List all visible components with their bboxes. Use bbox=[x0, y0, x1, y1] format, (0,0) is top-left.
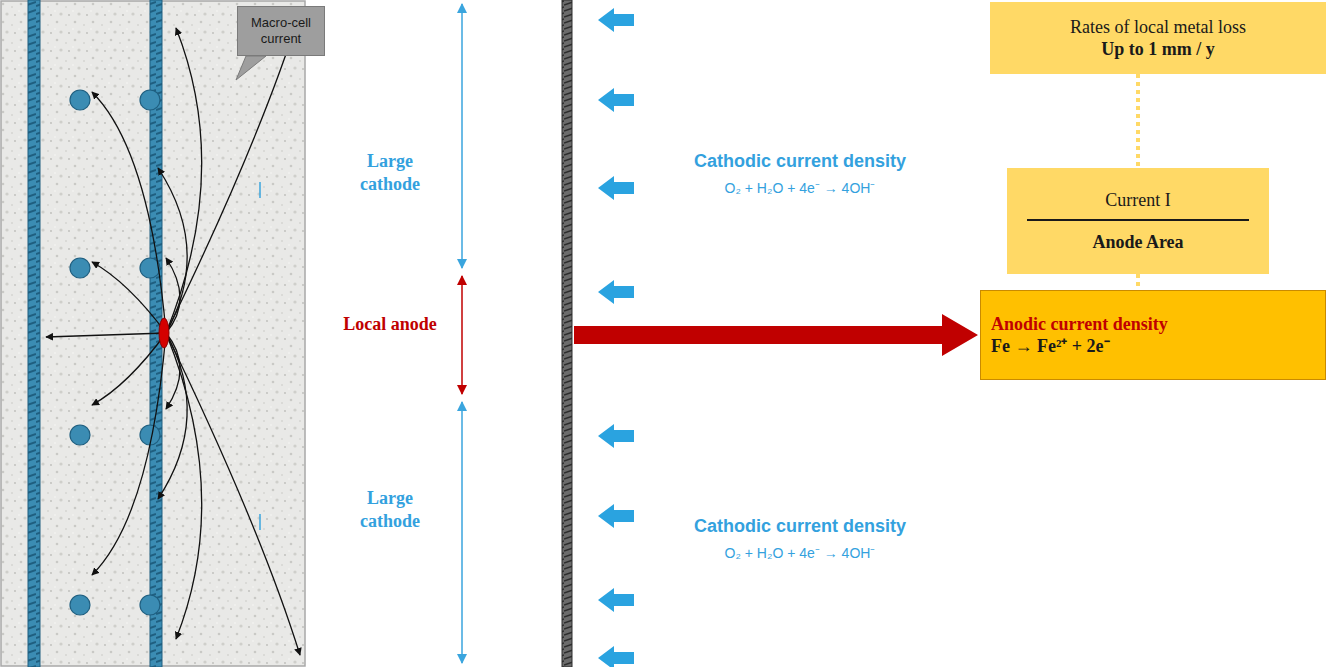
tick-mark bbox=[259, 182, 261, 198]
cathode-extent bbox=[461, 402, 463, 663]
anode-extent bbox=[461, 276, 463, 394]
cathodic-current-arrow bbox=[598, 504, 634, 528]
rebar-cross-section bbox=[70, 425, 90, 445]
cathodic-current-arrow bbox=[598, 176, 634, 200]
cathodic-current-arrow bbox=[598, 280, 634, 304]
dotted-connector bbox=[1136, 74, 1140, 168]
rebar-cross-section bbox=[70, 595, 90, 615]
anodic-current-arrow bbox=[574, 314, 978, 356]
rebar-cross-section bbox=[70, 90, 90, 110]
current-line bbox=[158, 333, 187, 499]
cathode-extent bbox=[461, 4, 463, 268]
cathodic-current-arrow bbox=[598, 588, 634, 612]
cathodic-current-arrow bbox=[598, 646, 634, 667]
region-label: Local anode bbox=[340, 313, 440, 336]
local-anode-spot bbox=[159, 318, 169, 348]
dotted-connector bbox=[1136, 274, 1140, 290]
current-line bbox=[92, 333, 166, 575]
concrete-section bbox=[1, 1, 305, 666]
current-line bbox=[158, 168, 187, 333]
region-label: Large cathode bbox=[340, 487, 440, 532]
reaction-formula: O₂ + H₂O + 4e⁻ → 4OH⁻ bbox=[650, 545, 950, 563]
node-text: Anodic current density bbox=[991, 313, 1315, 336]
node-text: Anode Area bbox=[1015, 231, 1261, 254]
current-label: Cathodic current density bbox=[650, 150, 950, 173]
node-text: Fe → Fe²⁺ + 2e⁻ bbox=[991, 335, 1315, 358]
rebar-cross-section bbox=[140, 90, 160, 110]
rebar-side-view bbox=[562, 0, 572, 667]
current-line bbox=[92, 262, 166, 333]
current-line bbox=[92, 92, 166, 333]
node-text: Macro-cell current bbox=[242, 15, 320, 48]
reaction-formula: O₂ + H₂O + 4e⁻ → 4OH⁻ bbox=[650, 180, 950, 198]
cathodic-current-arrow bbox=[598, 88, 634, 112]
node-text: Current I bbox=[1027, 189, 1249, 222]
callout-box: Macro-cell current bbox=[237, 6, 325, 56]
current-line bbox=[92, 333, 166, 405]
region-label: Large cathode bbox=[340, 150, 440, 195]
rebar-longitudinal bbox=[28, 0, 40, 667]
current-line bbox=[166, 258, 180, 333]
current-line bbox=[46, 333, 166, 337]
cathodic-current-arrow bbox=[598, 8, 634, 32]
node-text: Up to 1 mm / y bbox=[998, 38, 1318, 61]
result-box: Rates of local metal lossUp to 1 mm / y bbox=[990, 2, 1326, 74]
current-line bbox=[166, 12, 300, 333]
node-text: Rates of local metal loss bbox=[998, 16, 1318, 39]
formula-box: Current I Anode Area bbox=[1007, 168, 1269, 274]
rebar-cross-section bbox=[140, 595, 160, 615]
current-label: Cathodic current density bbox=[650, 515, 950, 538]
cathodic-current-arrow bbox=[598, 424, 634, 448]
current-line bbox=[166, 333, 180, 409]
callout-pointer bbox=[236, 56, 266, 80]
tick-mark bbox=[259, 514, 261, 530]
current-line bbox=[166, 333, 300, 655]
rebar-cross-section bbox=[70, 258, 90, 278]
anodic-box: Anodic current densityFe → Fe²⁺ + 2e⁻ bbox=[980, 290, 1326, 380]
